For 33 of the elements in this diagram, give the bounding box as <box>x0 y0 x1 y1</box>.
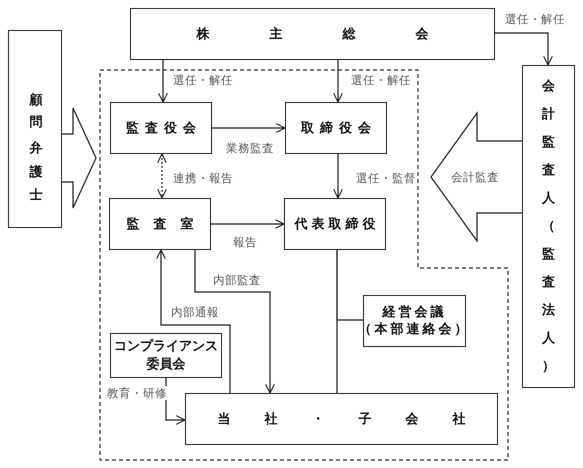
arrow <box>212 122 286 134</box>
edge-label: 選任・解任 <box>504 12 566 26</box>
organization-box: 監査役会 <box>110 102 212 154</box>
edge-label: 報告 <box>232 235 258 249</box>
organization-box: 代表取締役 <box>284 198 386 250</box>
arrow <box>211 218 285 230</box>
block-arrow <box>430 111 523 243</box>
arrow <box>332 154 344 199</box>
arrow <box>332 60 344 103</box>
organization-box: 顧問弁護士 <box>8 30 62 228</box>
arrow <box>495 32 554 66</box>
edge-label: 業務監査 <box>225 141 275 155</box>
edge-label: 内部監査 <box>212 273 262 287</box>
arrow <box>158 60 168 103</box>
connector-line <box>336 250 363 321</box>
block-arrow <box>61 107 97 209</box>
edge-label: 教育・研修 <box>106 386 168 400</box>
organization-box: 当社・子会社 <box>185 393 498 445</box>
edge-label: 選任・解任 <box>350 73 412 87</box>
edge-label: 内部通報 <box>170 305 220 319</box>
edge-label: 会計監査 <box>450 170 500 184</box>
edge-label: 連携・報告 <box>172 171 234 185</box>
organization-box: 会計監査人（監査法人） <box>522 65 575 388</box>
edge-label: 選任・解任 <box>172 73 234 87</box>
arrow <box>156 153 168 199</box>
organization-box: 監査室 <box>109 198 211 250</box>
arrow <box>194 250 276 394</box>
organization-box: コンプライアンス委員会 <box>110 333 222 378</box>
organization-box: 経営会議（本部連絡会） <box>363 295 466 347</box>
edge-label: 選任・監督 <box>355 171 417 185</box>
arrow <box>156 249 231 393</box>
organization-box: 取締役会 <box>285 102 387 154</box>
organization-box: 株主総会 <box>130 8 495 60</box>
